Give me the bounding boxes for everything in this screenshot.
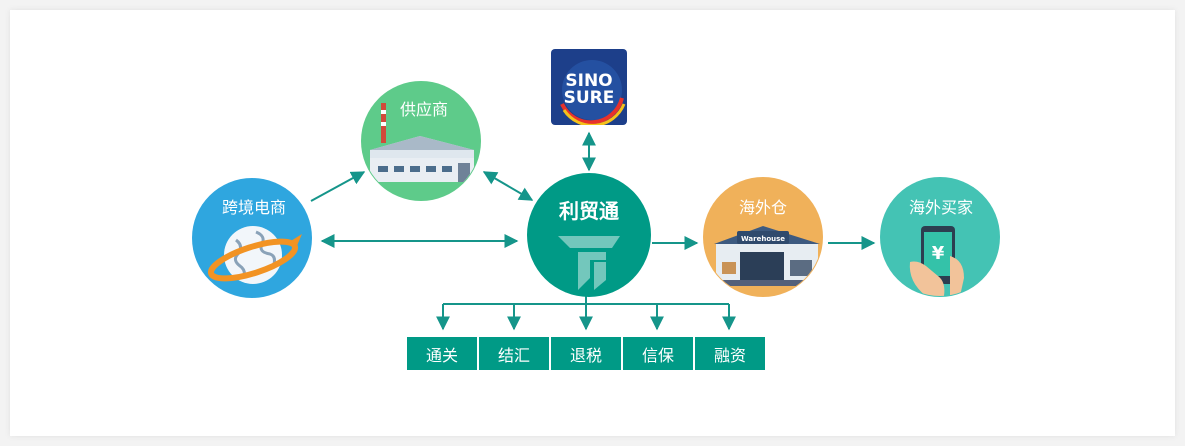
sinosure-line1: SINO xyxy=(565,71,612,91)
service-financing: 融资 xyxy=(695,337,765,370)
service-settlement: 结汇 xyxy=(479,337,549,370)
factory-icon xyxy=(370,103,474,182)
service-tax-refund: 退税 xyxy=(551,337,621,370)
supplier-label: 供应商 xyxy=(400,100,448,119)
crossborder-label: 跨境电商 xyxy=(222,198,286,217)
sinosure-line2: SURE xyxy=(564,88,615,108)
node-crossborder: 跨境电商 xyxy=(192,178,312,298)
warehouse-label: 海外仓 xyxy=(739,198,787,217)
warehouse-icon xyxy=(712,226,820,286)
hub-label: 利贸通 xyxy=(559,199,619,223)
phone-payment-icon xyxy=(909,226,964,296)
node-buyer: ¥ 海外买家 xyxy=(880,177,1000,297)
buyer-label: 海外买家 xyxy=(909,198,973,217)
service-credit-insurance: 信保 xyxy=(623,337,693,370)
globe-plane-icon xyxy=(207,226,302,284)
arrow-crossborder-supplier xyxy=(310,171,366,202)
service-customs: 通关 xyxy=(407,337,477,370)
sinosure-logo: SINO SURE xyxy=(551,49,627,125)
hub-logo-icon xyxy=(558,236,620,290)
arrow-supplier-hub xyxy=(482,171,534,201)
node-supplier: 供应商 xyxy=(361,81,481,201)
node-hub: 利贸通 xyxy=(527,173,651,297)
warehouse-sign: Warehouse xyxy=(741,235,785,243)
node-warehouse: Warehouse 海外仓 xyxy=(703,177,823,297)
connectors xyxy=(310,131,876,331)
yuan-icon: ¥ xyxy=(932,243,945,264)
